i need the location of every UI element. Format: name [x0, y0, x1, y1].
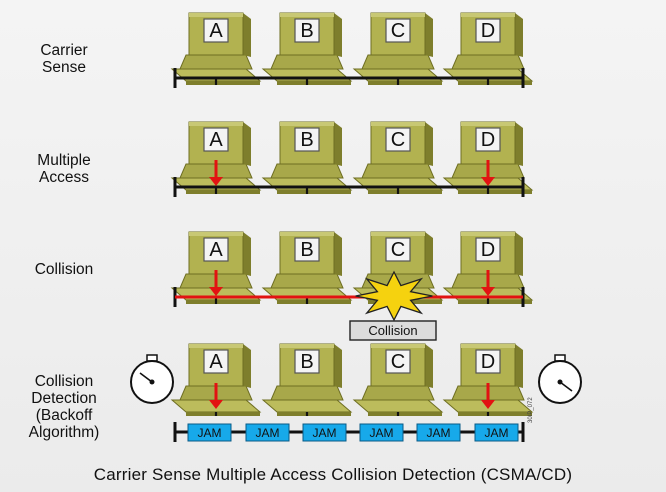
computer-icon: C	[353, 343, 443, 417]
jam-signal	[302, 423, 347, 442]
station-label: B	[300, 129, 313, 151]
collision-burst-icon	[355, 270, 433, 322]
station-label: B	[300, 239, 313, 261]
station-label: C	[391, 239, 405, 261]
station-label: D	[481, 351, 495, 373]
station-label: A	[209, 351, 223, 373]
station-label: B	[300, 20, 313, 42]
computer-icon: C	[353, 231, 443, 305]
station-label: C	[391, 129, 405, 151]
jam-signal	[416, 423, 461, 442]
computer-icon: B	[262, 12, 352, 86]
station-label: C	[391, 351, 405, 373]
signal-arrowhead	[209, 177, 223, 186]
signal-arrowhead	[481, 287, 495, 296]
stage-label-collision-detection: Collision Detection (Backoff Algorithm)	[28, 373, 100, 441]
collision-label-box	[349, 320, 437, 341]
signal-arrowhead	[481, 177, 495, 186]
stopwatch-pivot	[149, 379, 155, 385]
station-label: A	[209, 20, 223, 42]
computer-icon: A	[171, 12, 261, 86]
station-label: D	[481, 20, 495, 42]
jam-label: JAM	[427, 426, 451, 440]
signal-arrowhead	[209, 287, 223, 296]
figure-id-stamp: 30IP_072	[528, 397, 534, 423]
station-label: B	[300, 351, 313, 373]
computer-icon: A	[171, 121, 261, 195]
jam-signal	[245, 423, 290, 442]
jam-label: JAM	[256, 426, 280, 440]
computer-icon: C	[353, 121, 443, 195]
jam-signal	[474, 423, 519, 442]
diagram-caption: Carrier Sense Multiple Access Collision …	[93, 465, 573, 484]
jam-label: JAM	[370, 426, 394, 440]
computer-icon: D	[443, 231, 533, 305]
stage-label-carrier-sense: Carrier Sense	[40, 42, 88, 76]
jam-label: JAM	[485, 426, 509, 440]
computer-icon: A	[171, 231, 261, 305]
signal-arrowhead	[209, 400, 223, 409]
jam-signal	[359, 423, 404, 442]
jam-label: JAM	[198, 426, 222, 440]
computer-icon: B	[262, 231, 352, 305]
stopwatch-pivot	[557, 379, 563, 385]
collision-label: Collision	[368, 323, 417, 338]
station-label: C	[391, 20, 405, 42]
computer-icon: D	[443, 343, 533, 417]
computer-icon: B	[262, 343, 352, 417]
signal-arrowhead	[481, 400, 495, 409]
stage-label-collision: Collision	[34, 261, 94, 278]
jam-label: JAM	[313, 426, 337, 440]
jam-signal	[187, 423, 232, 442]
computer-icon: D	[443, 121, 533, 195]
computer-icon: B	[262, 121, 352, 195]
computer-icon: D	[443, 12, 533, 86]
computer-icon: C	[353, 12, 443, 86]
station-label: A	[209, 129, 223, 151]
station-label: A	[209, 239, 223, 261]
station-label: D	[481, 239, 495, 261]
stage-label-multiple-access: Multiple Access	[37, 152, 91, 186]
station-label: D	[481, 129, 495, 151]
computer-icon: A	[171, 343, 261, 417]
